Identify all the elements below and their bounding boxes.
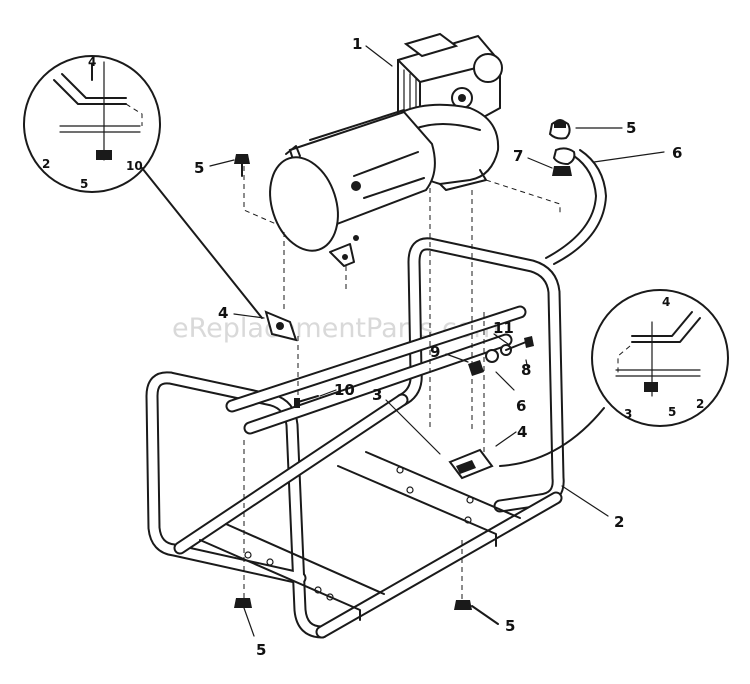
callout-5-cap: 5: [626, 119, 636, 137]
callout-8: 8: [521, 361, 531, 379]
leader-lines: [209, 45, 665, 637]
callout-4-bracket: 4: [218, 304, 228, 322]
detail-left-callout-5: 5: [80, 177, 88, 191]
callout-5-bolt: 5: [194, 159, 204, 177]
alignment-lines: [243, 166, 561, 600]
tubular-frame: [145, 237, 565, 639]
detail-right-callout-4: 4: [662, 295, 670, 309]
callout-10: 10: [334, 381, 355, 399]
callout-numbers: 1 5 5 7 6 4 10 11 9 8 6 3 4 2 5 5 4 2 10…: [42, 35, 704, 659]
callout-9: 9: [430, 343, 440, 361]
callout-2: 2: [614, 513, 624, 531]
callout-6-mid: 6: [516, 397, 526, 415]
callout-1: 1: [352, 35, 362, 53]
detail-right-callout-3: 3: [624, 407, 632, 421]
detail-view-right: [499, 289, 729, 467]
hose-assembly: [545, 119, 607, 265]
detail-left-callout-4: 4: [88, 55, 96, 69]
detail-left-callout-2: 2: [42, 157, 50, 171]
hardware: [234, 154, 534, 625]
detail-right-callout-2: 2: [696, 397, 704, 411]
engine-compressor-assembly: [269, 32, 503, 267]
detail-left-callout-10: 10: [126, 159, 143, 173]
callout-7: 7: [513, 147, 523, 165]
base-channels: [199, 451, 521, 621]
detail-view-left: [23, 55, 263, 319]
callout-3: 3: [372, 386, 382, 404]
detail-right-callout-5: 5: [668, 405, 676, 419]
callout-6-hose: 6: [672, 144, 682, 162]
callout-5-bottom-left: 5: [256, 641, 266, 659]
callout-4-lower: 4: [517, 423, 527, 441]
callout-11: 11: [493, 319, 514, 337]
callout-5-bottom-right: 5: [505, 617, 515, 635]
